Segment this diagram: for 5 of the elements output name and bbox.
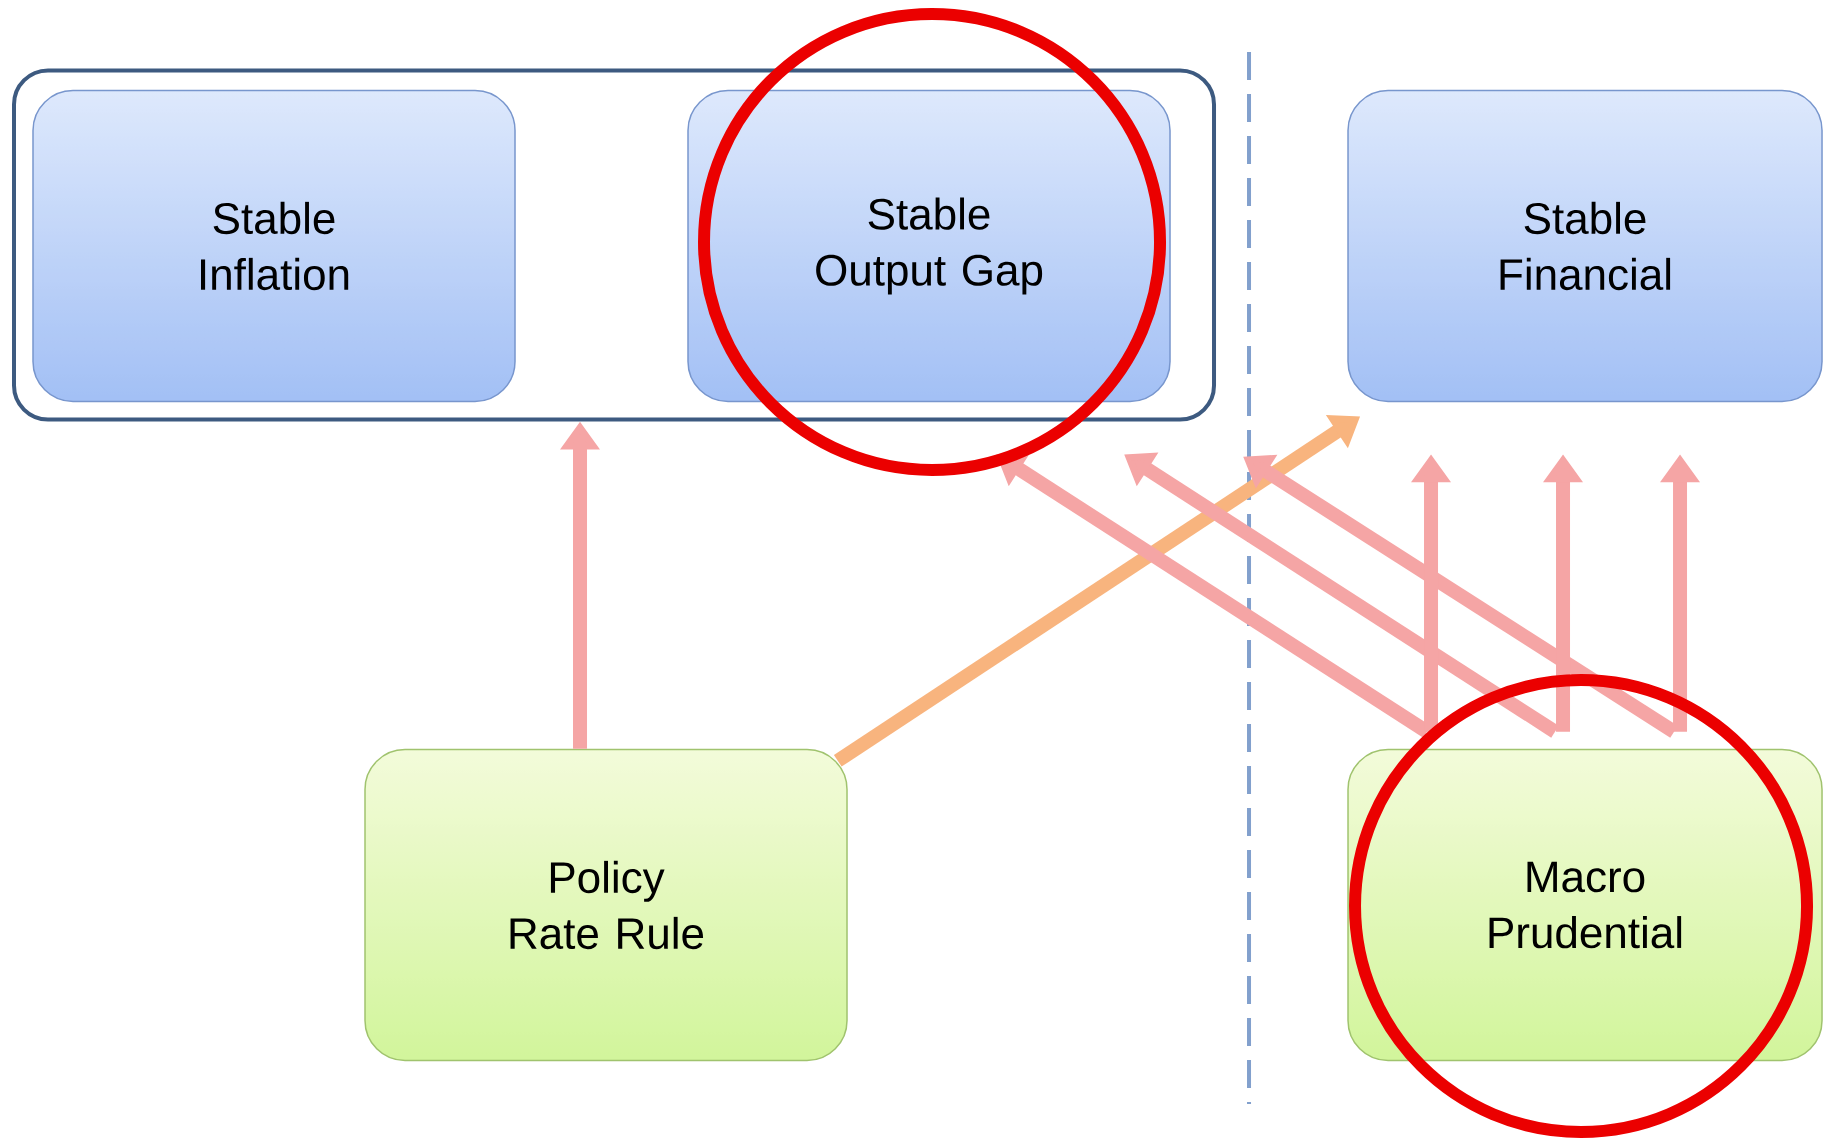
- goal-box: Stable Inflation: [32, 89, 516, 403]
- goal-box: Stable Output Gap: [687, 89, 1171, 403]
- policy-box: Macro Prudential: [1347, 748, 1823, 1062]
- policy-box: Policy Rate Rule: [364, 748, 848, 1062]
- goal-box: Stable Financial: [1347, 89, 1823, 403]
